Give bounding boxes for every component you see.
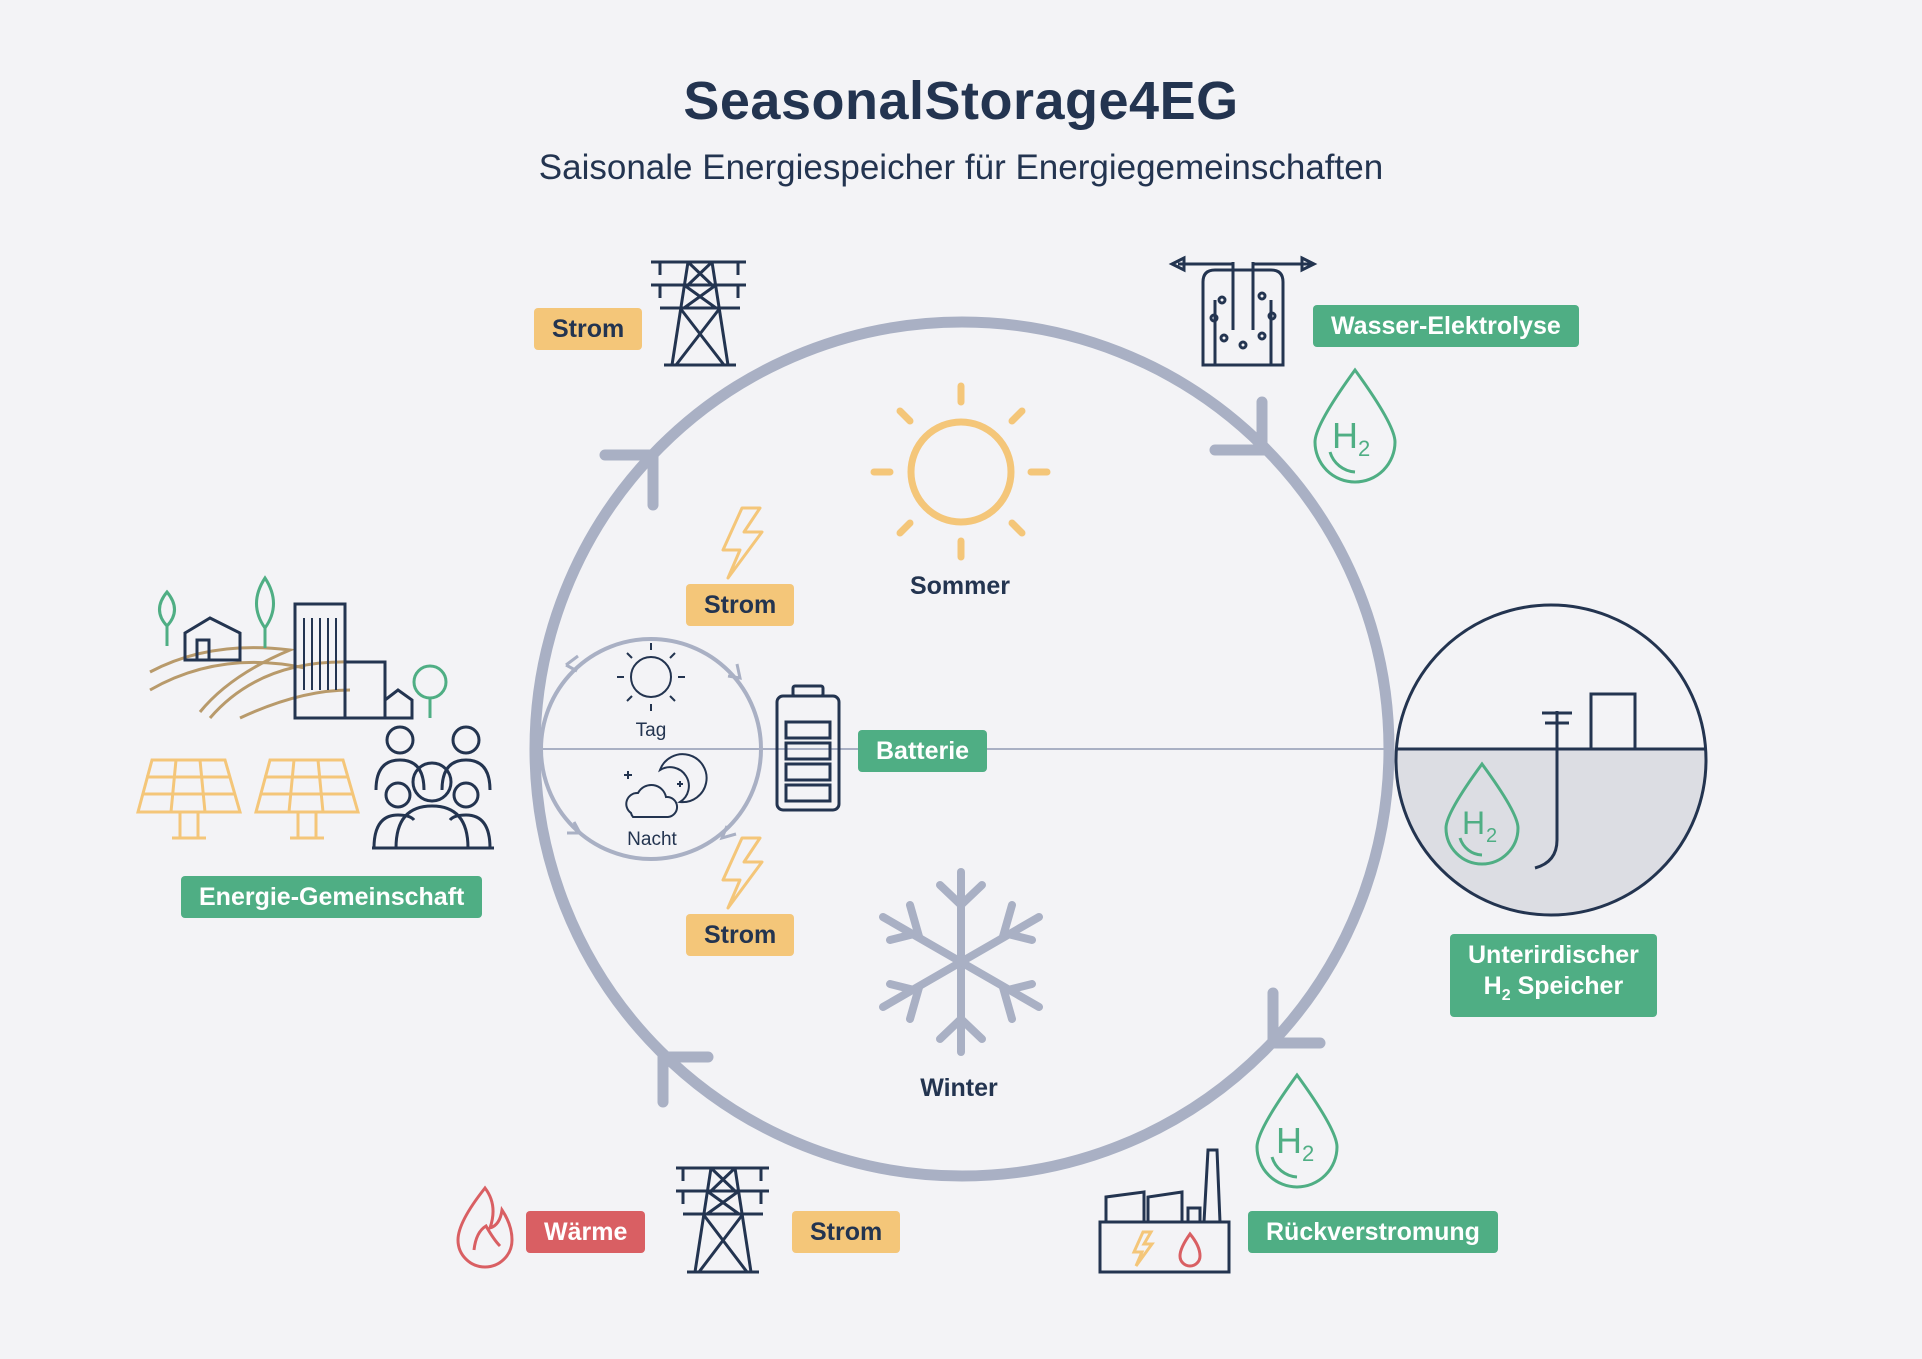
tag-energie-gemeinschaft: Energie-Gemeinschaft xyxy=(181,876,483,918)
power-plant-icon xyxy=(1098,1148,1231,1274)
power-tower-icon xyxy=(651,260,746,367)
tag-strom-bottom: Strom xyxy=(792,1211,901,1253)
tag-strom-top: Strom xyxy=(534,308,643,350)
day-sun-icon xyxy=(617,643,685,711)
page-title: SeasonalStorage4EG xyxy=(683,71,1239,131)
day-night-cycle xyxy=(539,637,763,861)
h2-label: H xyxy=(1276,1120,1302,1161)
tag-rueckverstromung: Rückverstromung xyxy=(1248,1211,1498,1253)
tag-strom-lower: Strom xyxy=(686,914,795,956)
small-arrow-icon xyxy=(567,821,583,835)
label-tag: Tag xyxy=(635,720,667,741)
flame-icon xyxy=(456,1185,514,1269)
h2-label: H xyxy=(1332,415,1358,456)
label-winter: Winter xyxy=(920,1074,998,1102)
small-arrow-icon xyxy=(565,654,579,673)
cycle-arrow-bottom-left xyxy=(657,1051,714,1108)
tag-waerme: Wärme xyxy=(526,1211,646,1253)
label-sommer: Sommer xyxy=(909,572,1011,600)
speicher-h: H xyxy=(1483,972,1502,1000)
seasonal-cycle-ring xyxy=(529,316,1395,1182)
underground-storage-icon: H 2 xyxy=(1394,603,1708,917)
hydrogen-drop-icon: H 2 xyxy=(1313,367,1397,484)
solar-panel-icon xyxy=(136,758,242,840)
small-arrow-icon xyxy=(719,825,737,841)
tag-batterie: Batterie xyxy=(858,730,988,772)
cycle-arrow-bottom-right xyxy=(1267,987,1326,1049)
h2-subscript: 2 xyxy=(1302,1141,1314,1166)
tag-wasser-elektrolyse: Wasser-Elektrolyse xyxy=(1313,305,1579,347)
snowflake-icon xyxy=(879,868,1043,1056)
hydrogen-drop-icon: H 2 xyxy=(1255,1072,1339,1189)
page-subtitle: Saisonale Energiespeicher für Energiegem… xyxy=(538,148,1384,187)
speicher-subscript: 2 xyxy=(1501,987,1511,1004)
h2-subscript: 2 xyxy=(1358,436,1370,461)
battery-icon xyxy=(775,684,841,812)
small-arrow-icon xyxy=(727,663,742,680)
solar-panel-icon xyxy=(254,758,360,840)
power-tower-icon xyxy=(676,1166,769,1274)
label-nacht: Nacht xyxy=(627,829,677,850)
speicher-rest: Speicher xyxy=(1510,972,1624,1000)
h2-label: H xyxy=(1462,805,1485,841)
cycle-arrow-top-right xyxy=(1209,396,1268,456)
sun-icon xyxy=(870,382,1051,561)
people-icon xyxy=(372,725,494,850)
moon-cloud-icon xyxy=(624,753,708,818)
h2-subscript: 2 xyxy=(1486,825,1497,847)
electrolyser-icon xyxy=(1168,255,1318,367)
cycle-arrow-top-left xyxy=(599,449,659,511)
speicher-line-1: Unterirdischer xyxy=(1468,941,1639,969)
tag-strom-upper: Strom xyxy=(686,584,795,626)
speicher-line-2: H2 Speicher xyxy=(1468,971,1639,1011)
community-icon xyxy=(149,575,448,720)
lightning-icon xyxy=(721,506,764,580)
lightning-icon xyxy=(721,836,764,910)
tag-unterirdischer-speicher: Unterirdischer H2 Speicher xyxy=(1450,934,1657,1017)
